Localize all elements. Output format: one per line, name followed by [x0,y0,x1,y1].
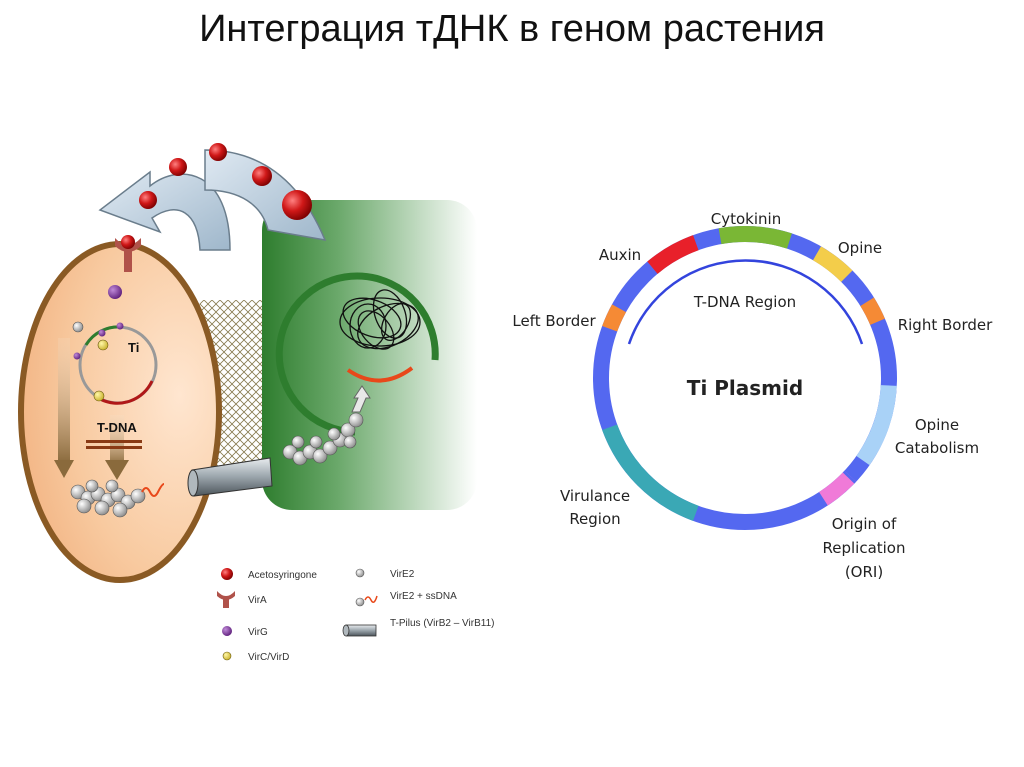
legend-vira-marker [217,591,235,608]
legend-vircd: VirC/VirD [248,652,289,663]
legend-virg-marker [222,626,232,636]
legend-vire2-marker [356,569,364,577]
legend-acetosyringone-marker [221,568,233,580]
virg-particle [74,353,81,360]
legend-vircd-marker [223,652,231,660]
label-ori-line3: (ORI) [845,563,883,581]
label-virulence-line1: Virulance [560,487,630,505]
label-virulence-line2: Region [569,510,620,528]
vircd-particle [98,340,108,350]
legend: Acetosyringone VirA VirG VirC/VirD VirE2… [217,568,494,663]
vircd-particle [94,391,104,401]
vire2-particle [73,322,83,332]
label-right-border: Right Border [898,316,993,334]
bacterium-cell: Ti T-DNA [21,244,262,580]
tdna-label: T-DNA [97,420,137,435]
ti-label: Ti [128,340,139,355]
label-auxin: Auxin [599,246,641,264]
label-ori-line1: Origin of [832,515,897,533]
signal-arrow-left [58,338,70,463]
legend-tpilus: T-Pilus (VirB2 – VirB11) [390,618,494,629]
virg-particle [117,323,124,330]
legend-vire2: VirE2 [390,569,415,580]
ti-plasmid-map: T-DNA Region Ti Plasmid Cytokinin Auxin … [512,210,993,581]
label-cytokinin: Cytokinin [711,210,781,228]
label-opine: Opine [838,239,882,257]
virg-particle [99,330,106,337]
label-left-border: Left Border [512,312,596,330]
plasmid-name: Ti Plasmid [687,376,803,400]
legend-vira: VirA [248,595,267,606]
legend-tpilus-marker [343,625,376,636]
legend-virg: VirG [248,627,268,638]
plant-cell-wall [262,200,477,510]
tdna-region-label: T-DNA Region [693,293,796,311]
tdna-strand-top [86,440,142,443]
virg-particle [108,285,122,299]
legend-acetosyringone: Acetosyringone [248,570,317,581]
label-opine-catabolism-line1: Opine [915,416,959,434]
tdna-strand-bottom [86,446,142,449]
legend-vire2-ssdna: VirE2 + ssDNA [390,591,457,602]
label-opine-catabolism-line2: Catabolism [895,439,979,457]
plant-cell [262,200,477,510]
legend-vire2-ssdna-marker [356,596,377,606]
label-ori-line2: Replication [822,539,905,557]
